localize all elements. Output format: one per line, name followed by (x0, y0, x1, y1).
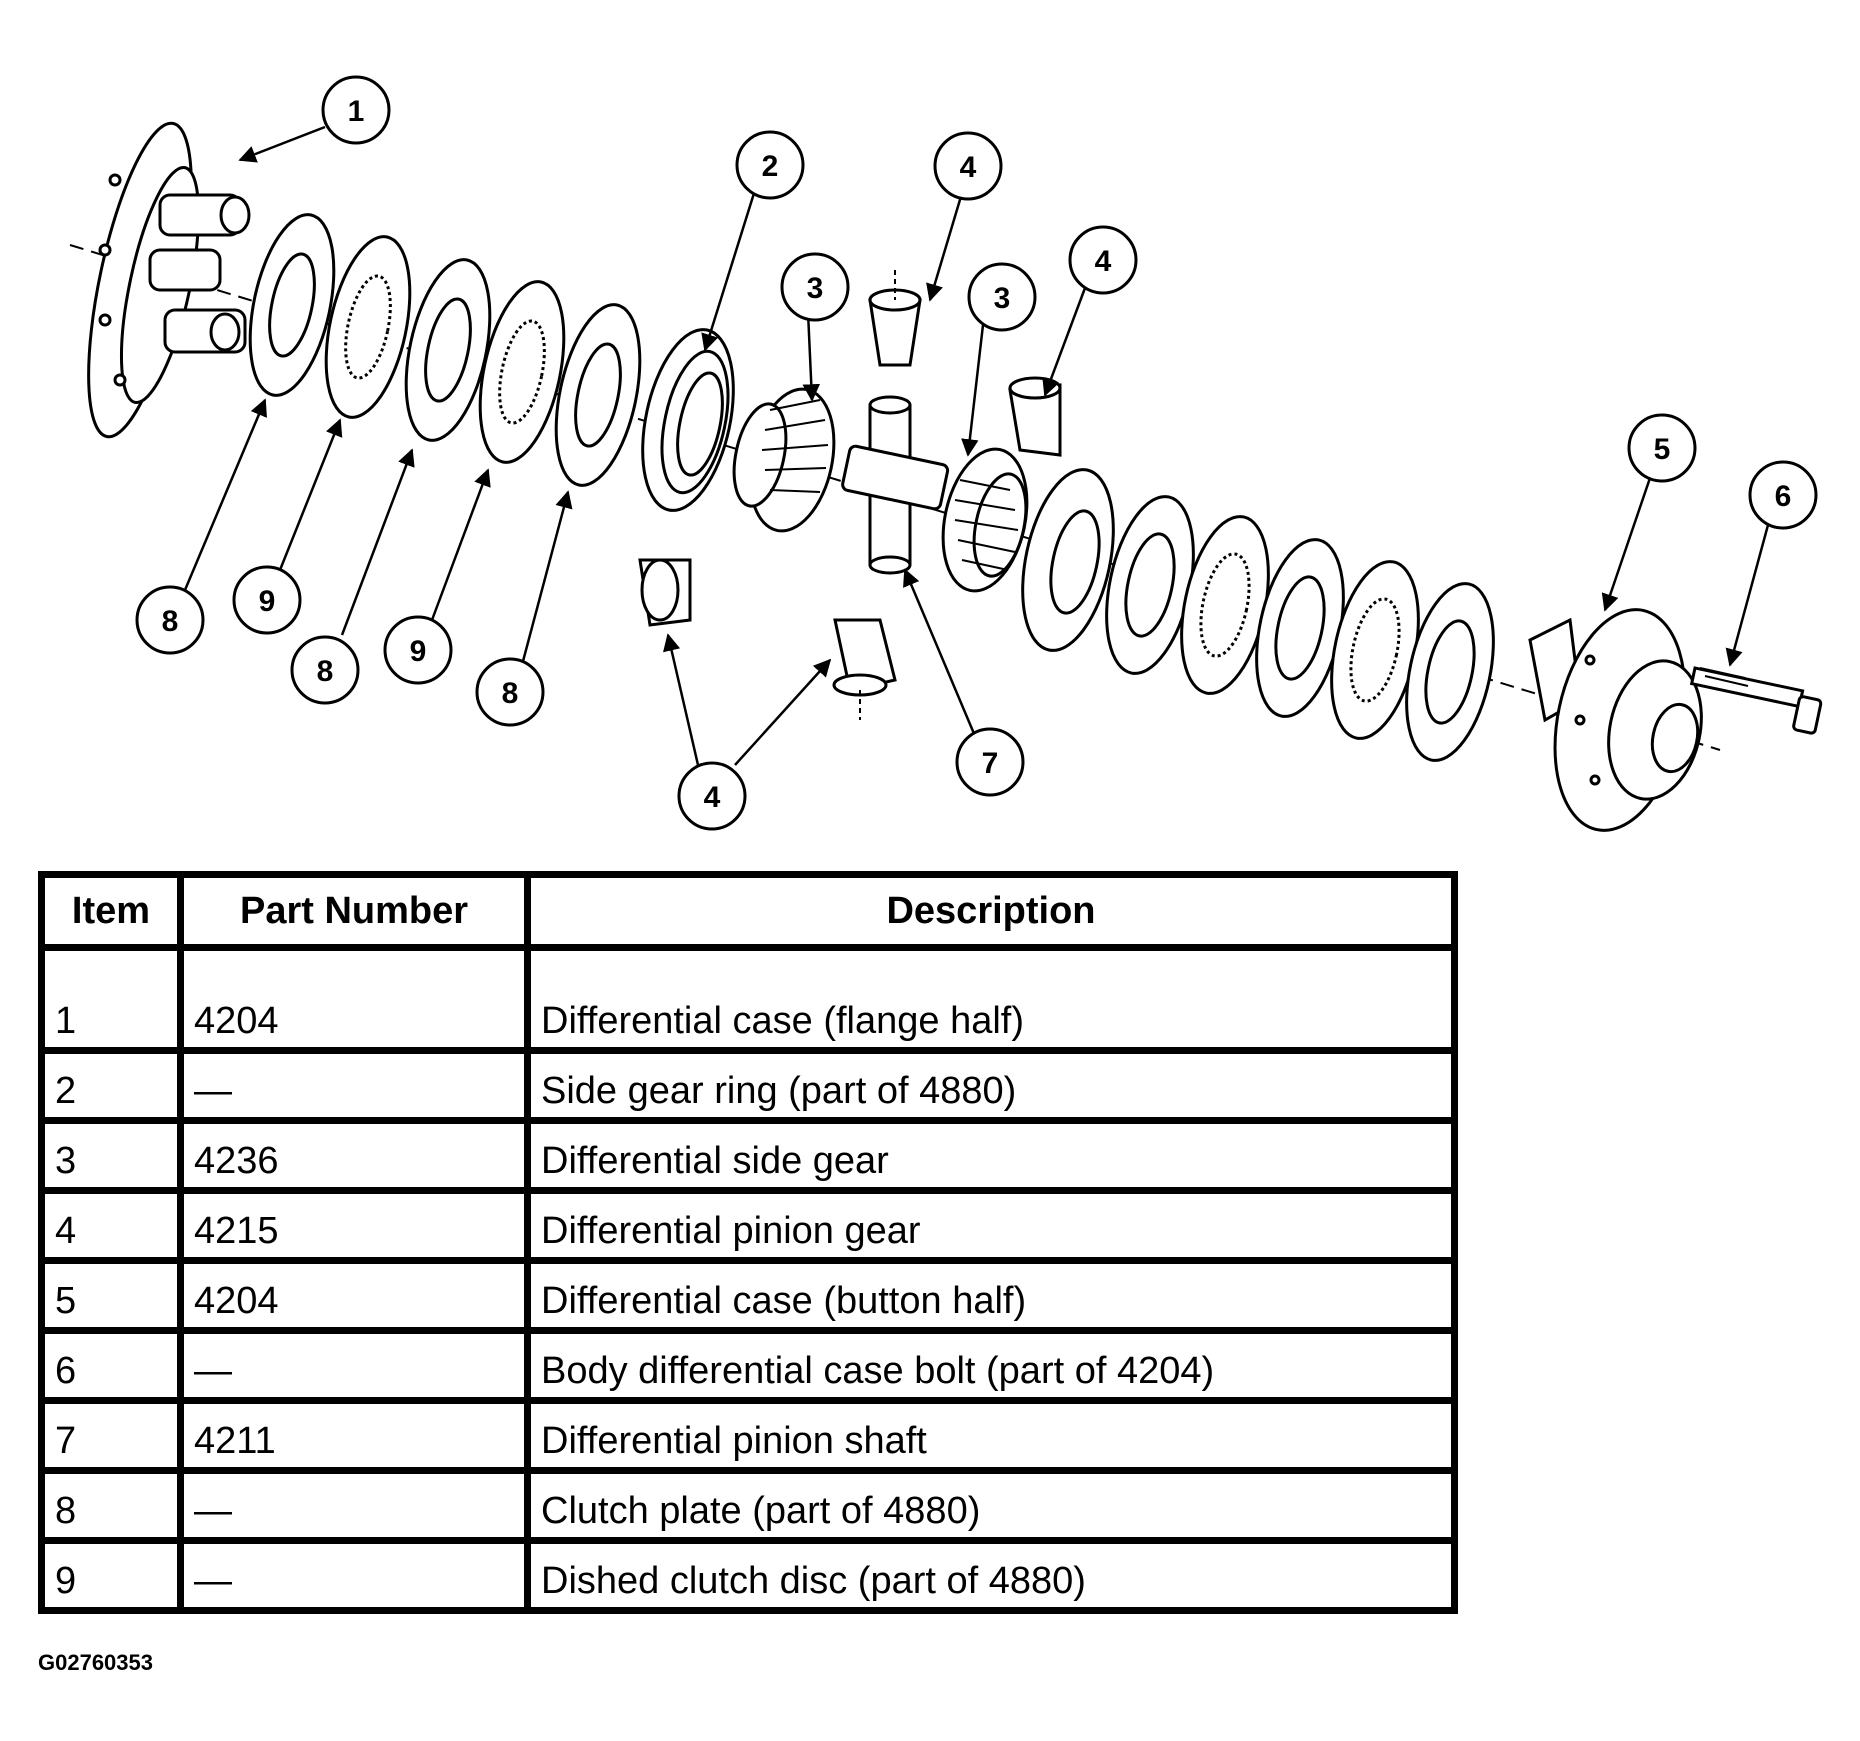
cell-item: 1 (38, 944, 184, 1054)
callout-2: 2 (735, 130, 805, 200)
cell-part-number: — (177, 1537, 531, 1614)
table-row: 3 4236 Differential side gear (38, 1117, 1458, 1194)
cell-description: Dished clutch disc (part of 4880) (524, 1537, 1458, 1614)
callout-1: 1 (321, 75, 391, 145)
svg-text:7: 7 (982, 747, 999, 780)
table-row: 9 — Dished clutch disc (part of 4880) (38, 1537, 1458, 1614)
case-bolt (1689, 666, 1823, 735)
cell-item: 4 (38, 1187, 184, 1264)
cell-description: Differential case (flange half) (524, 944, 1458, 1054)
table-row: 1 4204 Differential case (flange half) (38, 944, 1458, 1054)
cell-part-number: — (177, 1327, 531, 1404)
side-gear-right (941, 447, 1029, 593)
cell-part-number: — (177, 1047, 531, 1124)
callout-3-left: 3 (780, 252, 850, 322)
cell-description: Side gear ring (part of 4880) (524, 1047, 1458, 1124)
cell-description: Clutch plate (part of 4880) (524, 1467, 1458, 1544)
cell-description: Differential pinion gear (524, 1187, 1458, 1264)
parts-table: Item Part Number Description 1 4204 Diff… (38, 871, 1458, 1614)
callout-8-a: 8 (135, 585, 205, 655)
side-gear-ring (641, 328, 735, 512)
callout-5: 5 (1627, 413, 1697, 483)
cell-description: Body differential case bolt (part of 420… (524, 1327, 1458, 1404)
pinion-gear-bottom (832, 618, 897, 720)
callout-4-left: 4 (677, 761, 747, 831)
leader-lines (183, 125, 1770, 766)
table-row: 6 — Body differential case bolt (part of… (38, 1327, 1458, 1404)
svg-text:4: 4 (1095, 245, 1112, 278)
cell-item: 2 (38, 1047, 184, 1124)
callout-8-b: 8 (290, 635, 360, 705)
cell-part-number: 4204 (177, 1257, 531, 1334)
exploded-view-diagram: 1 2 3 4 4 3 4 5 6 7 8 9 8 9 8 (69, 75, 1823, 832)
cell-part-number: 4236 (177, 1117, 531, 1194)
table-row: 7 4211 Differential pinion shaft (38, 1397, 1458, 1474)
pinion-gear-right (1008, 376, 1062, 457)
clutch-pack-left (248, 213, 642, 487)
svg-text:1: 1 (348, 95, 365, 128)
table-row: 5 4204 Differential case (button half) (38, 1257, 1458, 1334)
svg-text:2: 2 (762, 150, 779, 183)
pinion-gear-top (868, 270, 922, 367)
cell-description: Differential case (button half) (524, 1257, 1458, 1334)
pinion-gear-left (638, 558, 692, 627)
side-gear-left (732, 387, 836, 533)
table-row: 2 — Side gear ring (part of 4880) (38, 1047, 1458, 1124)
svg-text:8: 8 (502, 677, 519, 710)
callout-4-right: 4 (1068, 225, 1138, 295)
cell-item: 5 (38, 1257, 184, 1334)
svg-text:6: 6 (1775, 480, 1792, 513)
svg-text:9: 9 (410, 635, 427, 668)
cell-item: 7 (38, 1397, 184, 1474)
svg-text:4: 4 (704, 781, 721, 814)
callout-8-c: 8 (475, 657, 545, 727)
header-description: Description (524, 871, 1458, 951)
header-item: Item (38, 871, 184, 951)
svg-text:4: 4 (960, 151, 977, 184)
callout-3-right: 3 (967, 262, 1037, 332)
cell-part-number: 4215 (177, 1187, 531, 1264)
figure-id: G02760353 (38, 1650, 153, 1675)
pinion-shaft (841, 395, 950, 575)
header-part-number: Part Number (177, 871, 531, 951)
svg-text:3: 3 (807, 272, 824, 305)
svg-text:3: 3 (994, 282, 1011, 315)
svg-text:8: 8 (317, 655, 334, 688)
svg-text:8: 8 (162, 605, 179, 638)
cell-part-number: — (177, 1467, 531, 1544)
table-header-row: Item Part Number Description (38, 871, 1458, 951)
cell-item: 9 (38, 1537, 184, 1614)
table-row: 8 — Clutch plate (part of 4880) (38, 1467, 1458, 1544)
cell-part-number: 4211 (177, 1397, 531, 1474)
cell-item: 6 (38, 1327, 184, 1404)
cell-item: 8 (38, 1467, 184, 1544)
callout-9-a: 9 (232, 565, 302, 635)
cell-item: 3 (38, 1117, 184, 1194)
svg-text:5: 5 (1654, 433, 1671, 466)
cell-part-number: 4204 (177, 944, 531, 1054)
clutch-pack-right (1021, 468, 1495, 762)
callout-7: 7 (955, 727, 1025, 797)
differential-case-flange-half (87, 121, 251, 439)
table-row: 4 4215 Differential pinion gear (38, 1187, 1458, 1264)
callout-6: 6 (1748, 460, 1818, 530)
callout-4-top: 4 (933, 131, 1003, 201)
svg-text:9: 9 (259, 585, 276, 618)
differential-case-button-half (1528, 608, 1703, 832)
cell-description: Differential pinion shaft (524, 1397, 1458, 1474)
callout-9-b: 9 (383, 615, 453, 685)
cell-description: Differential side gear (524, 1117, 1458, 1194)
